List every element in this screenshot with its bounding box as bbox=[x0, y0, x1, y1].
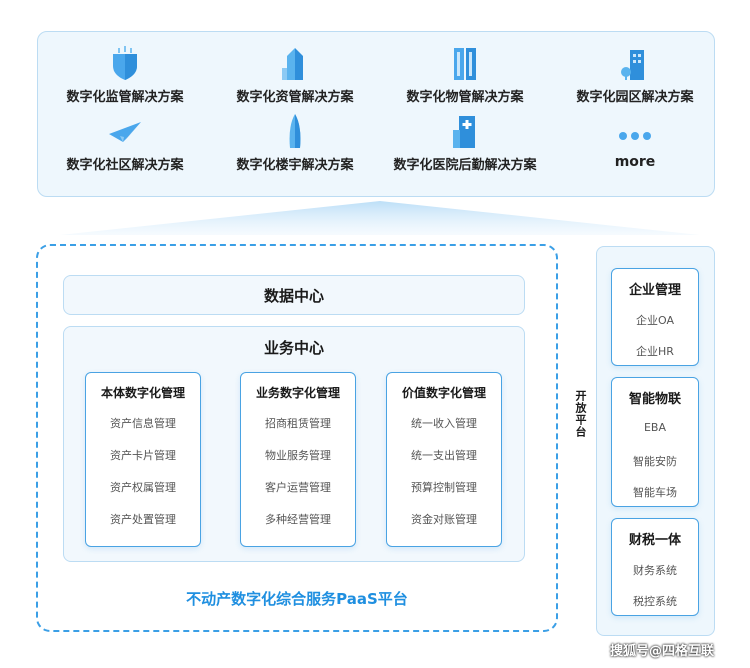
paper-plane-icon bbox=[40, 112, 210, 150]
solution-building[interactable]: 数字化楼宇解决方案 bbox=[210, 112, 380, 173]
solution-label: more bbox=[614, 154, 656, 170]
group-item: 税控系统 bbox=[633, 595, 677, 608]
open-platform-label: 开放平台 bbox=[574, 390, 587, 438]
building-icon bbox=[210, 44, 380, 82]
group-iot[interactable]: 智能物联 EBA 智能安防 智能车场 bbox=[611, 377, 699, 507]
shield-icon bbox=[40, 44, 210, 82]
module-item: 资金对账管理 bbox=[411, 513, 477, 526]
data-center-title: 数据中心 bbox=[263, 286, 324, 305]
solution-supervision[interactable]: 数字化监管解决方案 bbox=[40, 44, 210, 105]
module-value[interactable]: 价值数字化管理 统一收入管理 统一支出管理 预算控制管理 资金对账管理 bbox=[386, 372, 502, 547]
solution-label: 数字化楼宇解决方案 bbox=[236, 158, 354, 173]
group-enterprise[interactable]: 企业管理 企业OA 企业HR bbox=[611, 268, 699, 366]
module-item: 资产权属管理 bbox=[110, 481, 176, 494]
twin-tower-icon bbox=[380, 44, 550, 82]
connector-fan bbox=[60, 201, 700, 235]
group-item: 智能车场 bbox=[633, 486, 677, 499]
module-item: 资产信息管理 bbox=[110, 417, 176, 430]
module-business[interactable]: 业务数字化管理 招商租赁管理 物业服务管理 客户运营管理 多种经营管理 bbox=[240, 372, 356, 547]
module-ontology[interactable]: 本体数字化管理 资产信息管理 资产卡片管理 资产权属管理 资产处置管理 bbox=[85, 372, 201, 547]
module-item: 多种经营管理 bbox=[265, 513, 331, 526]
group-item: 企业HR bbox=[636, 345, 674, 358]
data-center[interactable]: 数据中心 bbox=[63, 275, 525, 315]
watermark: 搜狐号@四格互联 bbox=[610, 644, 715, 659]
group-title: 财税一体 bbox=[628, 533, 681, 548]
solution-park[interactable]: 数字化园区解决方案 bbox=[550, 44, 720, 105]
module-item: 统一支出管理 bbox=[411, 449, 477, 462]
group-finance[interactable]: 财税一体 财务系统 税控系统 bbox=[611, 518, 699, 616]
solution-hospital[interactable]: 数字化医院后勤解决方案 bbox=[380, 112, 550, 173]
module-title: 本体数字化管理 bbox=[100, 386, 185, 400]
group-item: 财务系统 bbox=[633, 564, 677, 577]
module-item: 资产卡片管理 bbox=[110, 449, 176, 462]
group-title: 智能物联 bbox=[628, 392, 681, 407]
solution-property[interactable]: 数字化物管解决方案 bbox=[380, 44, 550, 105]
solution-community[interactable]: 数字化社区解决方案 bbox=[40, 112, 210, 173]
group-title: 企业管理 bbox=[628, 283, 681, 298]
module-item: 资产处置管理 bbox=[110, 513, 176, 526]
module-title: 业务数字化管理 bbox=[255, 386, 340, 400]
solution-label: 数字化园区解决方案 bbox=[576, 90, 694, 105]
module-item: 招商租赁管理 bbox=[265, 417, 331, 430]
solution-label: 数字化物管解决方案 bbox=[406, 90, 524, 105]
group-item: EBA bbox=[643, 421, 667, 434]
group-item: 智能安防 bbox=[633, 455, 677, 468]
module-title: 价值数字化管理 bbox=[401, 386, 486, 400]
solution-label: 数字化监管解决方案 bbox=[66, 90, 184, 105]
solution-label: 数字化医院后勤解决方案 bbox=[393, 158, 537, 173]
solution-more[interactable]: more bbox=[550, 112, 720, 170]
solution-label: 数字化社区解决方案 bbox=[66, 158, 184, 173]
solution-label: 数字化资管解决方案 bbox=[236, 90, 354, 105]
more-dots-icon bbox=[550, 112, 720, 150]
hospital-icon bbox=[380, 112, 550, 150]
module-item: 物业服务管理 bbox=[265, 449, 331, 462]
park-icon bbox=[550, 44, 720, 82]
module-item: 客户运营管理 bbox=[265, 481, 331, 494]
solution-asset[interactable]: 数字化资管解决方案 bbox=[210, 44, 380, 105]
module-item: 预算控制管理 bbox=[411, 481, 477, 494]
business-center-title: 业务中心 bbox=[263, 339, 324, 357]
platform-name: 不动产数字化综合服务PaaS平台 bbox=[186, 590, 408, 608]
module-item: 统一收入管理 bbox=[411, 417, 477, 430]
skyscraper-icon bbox=[210, 112, 380, 150]
group-item: 企业OA bbox=[636, 314, 674, 327]
solutions-panel bbox=[37, 31, 715, 197]
